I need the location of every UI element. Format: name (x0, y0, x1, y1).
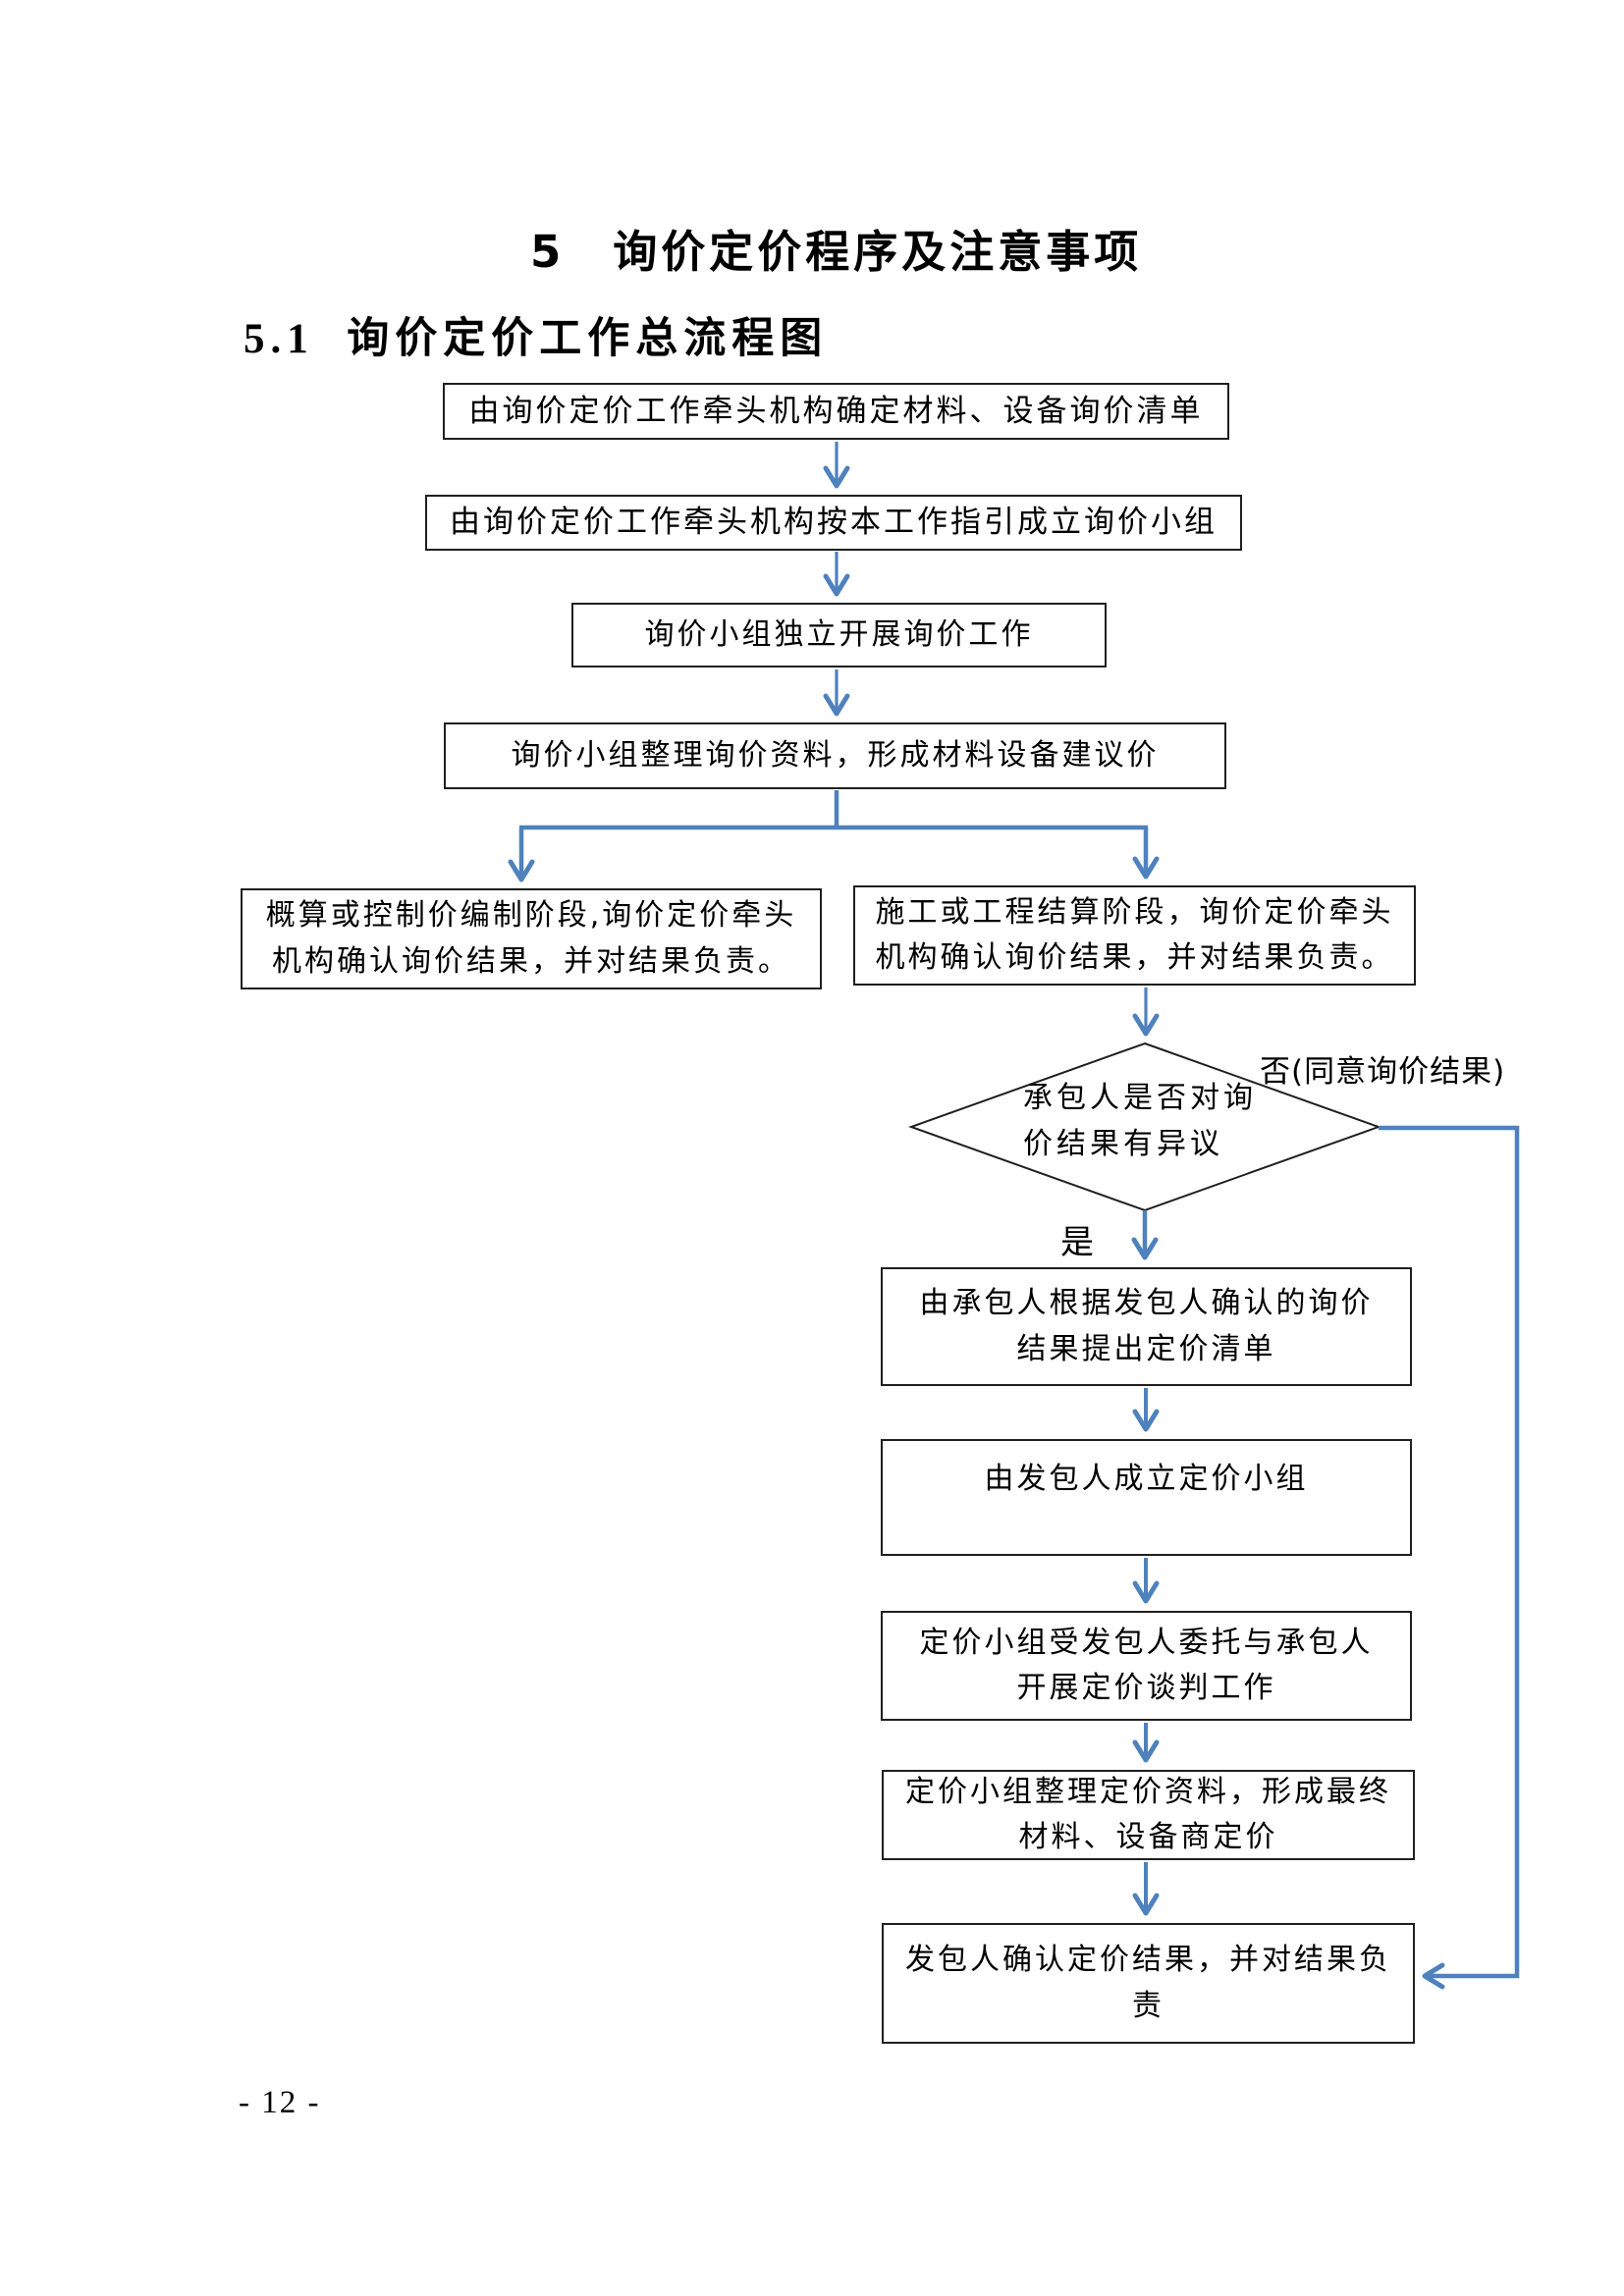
flow-box-establish-pricing-team: 由发包人成立定价小组 (881, 1439, 1412, 1556)
flow-box-establish-inquiry-team: 由询价定价工作牵头机构按本工作指引成立询价小组 (425, 495, 1242, 551)
flow-box-compile-inquiry-data: 询价小组整理询价资料，形成材料设备建议价 (444, 722, 1226, 789)
chapter-title: 5 询价定价程序及注意事项 (530, 226, 1143, 278)
return-connector-no (1379, 1125, 1520, 1990)
page-number: - 12 - (239, 2085, 321, 2120)
section-heading: 5.1 询价定价工作总流程图 (244, 316, 829, 362)
flow-box-contractor-pricing-list: 由承包人根据发包人确认的询价 结果提出定价清单 (881, 1267, 1412, 1386)
flow-box-pricing-negotiation: 定价小组受发包人委托与承包人 开展定价谈判工作 (881, 1611, 1412, 1721)
flow-box-construction-stage: 施工或工程结算阶段，询价定价牵头 机构确认询价结果，并对结果负责。 (853, 885, 1416, 986)
branch-label-no: 否(同意询价结果) (1260, 1054, 1506, 1090)
flow-box-final-pricing-data: 定价小组整理定价资料，形成最终 材料、设备商定价 (882, 1770, 1415, 1860)
flow-box-determine-inquiry-list: 由询价定价工作牵头机构确定材料、设备询价清单 (443, 383, 1229, 440)
flow-box-independent-inquiry: 询价小组独立开展询价工作 (571, 603, 1107, 667)
flow-box-estimate-stage: 概算或控制价编制阶段,询价定价牵头 机构确认询价结果，并对结果负责。 (241, 888, 822, 989)
branch-label-yes: 是 (1060, 1223, 1094, 1262)
flow-box-employer-confirm-pricing: 发包人确认定价结果，并对结果负 责 (882, 1923, 1415, 2044)
decision-text: 承包人是否对询 价结果有异议 (1023, 1081, 1257, 1161)
